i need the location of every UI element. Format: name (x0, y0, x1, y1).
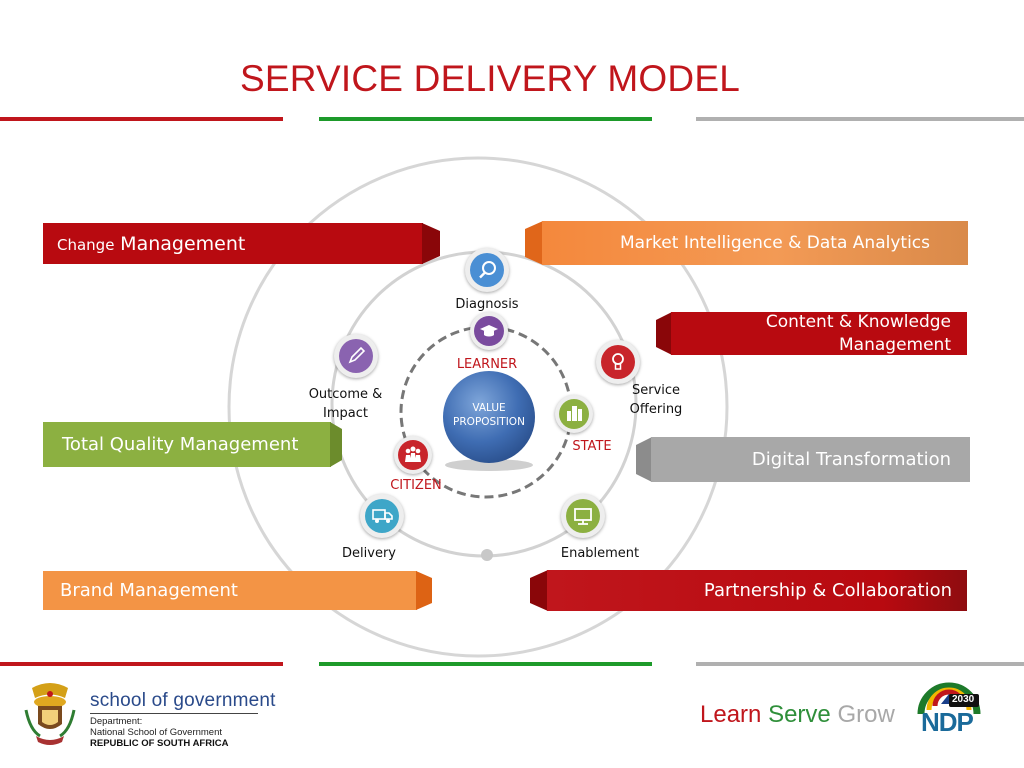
country-name: REPUBLIC OF SOUTH AFRICA (90, 738, 229, 749)
band-partnership: Partnership & Collaboration (547, 570, 967, 611)
outcome-impact-label: Outcome & Impact (298, 385, 393, 423)
citizen-node (394, 436, 432, 474)
learner-node (470, 312, 508, 350)
people-icon (405, 446, 421, 462)
tagline-learn: Learn (700, 701, 762, 728)
page-title: SERVICE DELIVERY MODEL (240, 58, 740, 99)
bottom-rule-green (319, 662, 652, 666)
tagline: Learn Serve Grow (700, 701, 895, 729)
building-icon (567, 406, 582, 421)
value-proposition-line1: VALUE (472, 402, 506, 414)
band-content-knowledge-line2: Management (839, 334, 951, 355)
outer-ring (227, 156, 729, 658)
pencil-icon (348, 346, 366, 364)
band-digital-transformation-tip (636, 437, 652, 482)
lightbulb-icon (612, 353, 624, 370)
value-proposition-line2: PROPOSITION (453, 416, 525, 428)
band-brand-management-label: Brand Management (60, 580, 238, 601)
enablement-label: Enablement (560, 546, 640, 561)
band-market-intelligence: Market Intelligence & Data Analytics (542, 221, 968, 265)
band-partnership-label: Partnership & Collaboration (703, 580, 952, 601)
state-node (555, 395, 593, 433)
ndp-logo (917, 682, 981, 715)
band-change-management-large: Management (120, 232, 246, 255)
enablement-node (561, 494, 605, 538)
truck-icon (372, 509, 393, 523)
value-proposition-label: VALUE PROPOSITION (443, 401, 535, 429)
service-offering-label: Service Offering (612, 381, 700, 419)
band-change-management: Change Management (43, 223, 423, 264)
outcome-impact-line2: Impact (323, 406, 368, 421)
band-content-knowledge-tip (656, 312, 672, 355)
department-label: Department: (90, 716, 143, 727)
band-digital-transformation-label: Digital Transformation (751, 449, 951, 470)
learner-label: LEARNER (456, 357, 518, 372)
magnifier-icon (479, 261, 496, 279)
bottom-rule-grey (696, 662, 1024, 666)
value-proposition-shadow (445, 459, 533, 471)
service-offering-line2: Offering (629, 402, 683, 417)
bottom-rule-red (0, 662, 283, 666)
tagline-serve: Serve (768, 701, 831, 728)
diagnosis-label: Diagnosis (455, 297, 519, 312)
band-digital-transformation: Digital Transformation (651, 437, 970, 482)
diagnosis-node (465, 248, 509, 292)
band-total-quality-label: Total Quality Management (62, 434, 299, 455)
band-brand-management: Brand Management (43, 571, 417, 610)
band-total-quality: Total Quality Management (43, 422, 331, 467)
top-rule-grey (696, 117, 1024, 121)
ndp-text: NDP (921, 707, 974, 737)
delivery-label: Delivery (342, 546, 396, 561)
ndp-year: 2030 (952, 694, 975, 705)
value-proposition-circle (443, 371, 535, 463)
band-total-quality-tip (330, 422, 342, 467)
band-content-knowledge-line1: Content & Knowledge (765, 311, 951, 332)
band-brand-management-tip (416, 571, 432, 610)
graduation-cap-icon (480, 325, 498, 337)
band-change-management-small: Change (57, 235, 115, 254)
coat-of-arms-logo (24, 683, 76, 745)
band-market-intelligence-label: Market Intelligence & Data Analytics (619, 233, 930, 253)
delivery-node (360, 494, 404, 538)
band-partnership-tip (530, 570, 548, 611)
citizen-label: CITIZEN (390, 478, 442, 493)
outcome-impact-node (334, 334, 378, 378)
school-name: school of government (90, 690, 276, 711)
school-name-underline (90, 713, 258, 714)
band-content-knowledge: Content & Knowledge Management (671, 312, 967, 355)
service-offering-node (596, 340, 640, 384)
tagline-grow: Grow (837, 701, 895, 728)
state-label: STATE (572, 439, 612, 454)
ring-dot (481, 549, 493, 561)
top-rule-red (0, 117, 283, 121)
department-name: National School of Government (90, 727, 223, 738)
outcome-impact-line1: Outcome & (308, 387, 383, 402)
service-offering-line1: Service (631, 383, 681, 398)
band-market-intelligence-tip (525, 221, 543, 265)
monitor-icon (574, 508, 592, 525)
band-change-management-tip (422, 223, 440, 264)
top-rule-green (319, 117, 652, 121)
